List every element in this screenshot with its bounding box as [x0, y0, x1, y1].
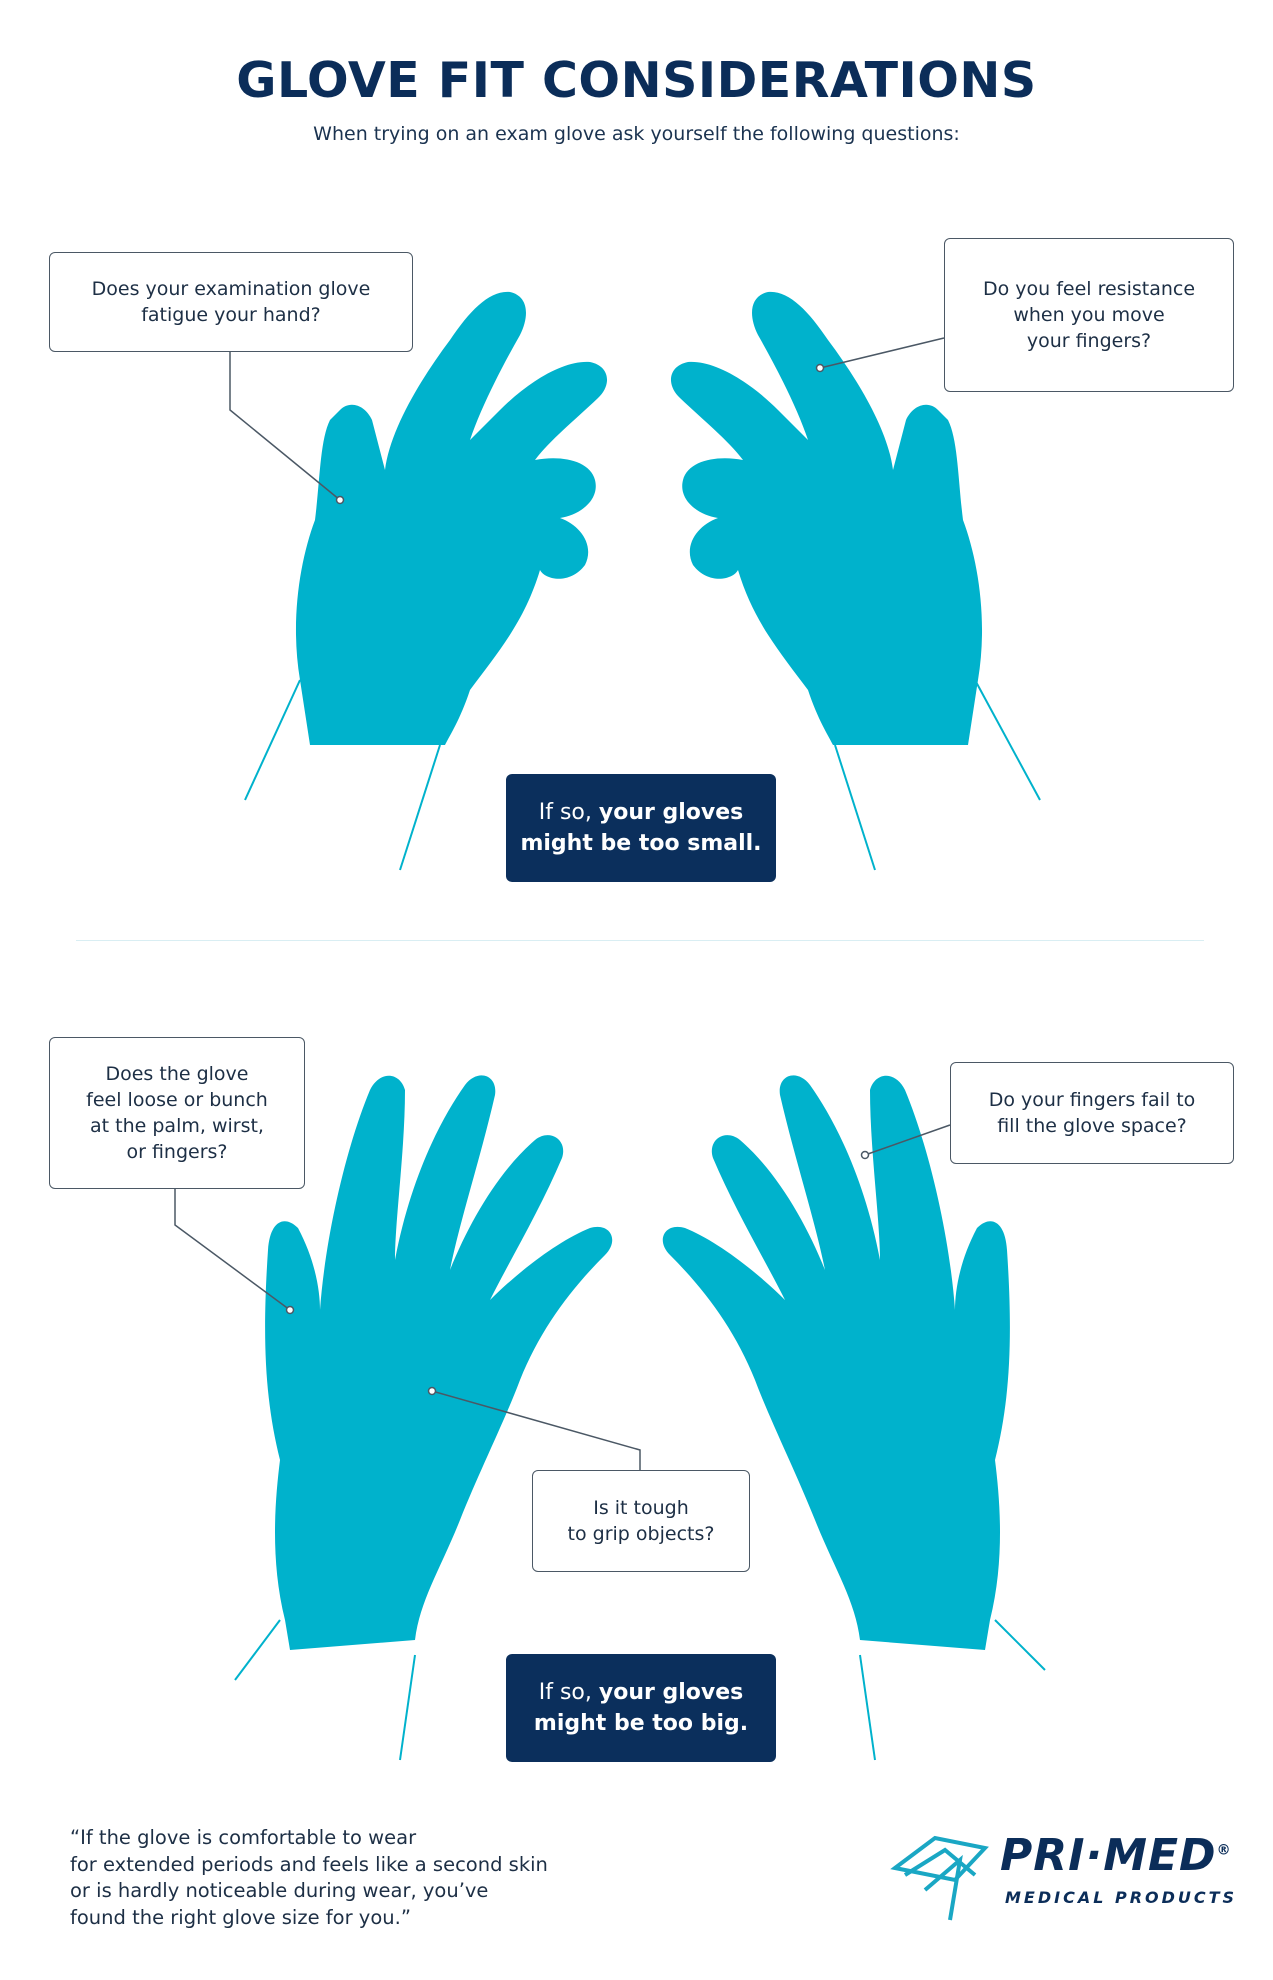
page-subtitle: When trying on an exam glove ask yoursel…: [313, 123, 960, 145]
brand-tagline: MEDICAL PRODUCTS: [1005, 1888, 1238, 1907]
verdict-too-big-bold-2: might be too big.: [533, 1711, 749, 1736]
section-divider: [76, 940, 1204, 941]
primed-logo-icon: [890, 1835, 989, 1921]
verdict-too-small-bold-1: your gloves: [598, 800, 744, 825]
verdict-too-big: If so, your gloves might be too big.: [506, 1654, 776, 1762]
glove-big-right: [662, 1075, 1010, 1650]
callout-grip: Is it tough to grip objects?: [532, 1470, 750, 1572]
callout-fatigue: Does your examination glove fatigue your…: [49, 252, 413, 352]
glove-small-right: [670, 291, 983, 745]
brand-name: PRI·MED®: [1000, 1830, 1232, 1881]
brand-registered-mark: ®: [1216, 1842, 1232, 1859]
verdict-too-small-prefix: If so,: [538, 800, 599, 825]
callout-fill-space-text: Do your fingers fail to fill the glove s…: [988, 1089, 1196, 1137]
callout-resistance-text: Do you feel resistance when you move you…: [982, 278, 1196, 352]
callout-fill-space: Do your fingers fail to fill the glove s…: [950, 1062, 1234, 1164]
callout-loose-text: Does the glove feel loose or bunch at th…: [86, 1063, 268, 1163]
page-title: GLOVE FIT CONSIDERATIONS: [236, 52, 1037, 109]
verdict-too-small: If so, your gloves might be too small.: [506, 774, 776, 882]
verdict-too-big-prefix: If so,: [538, 1680, 599, 1705]
callout-fatigue-text: Does your examination glove fatigue your…: [91, 278, 371, 326]
brand-name-text: PRI·MED: [1000, 1830, 1217, 1881]
callout-resistance: Do you feel resistance when you move you…: [944, 238, 1234, 392]
glove-small-left: [295, 291, 608, 745]
glove-big-left: [265, 1075, 613, 1650]
verdict-too-big-bold-1: your gloves: [598, 1680, 744, 1705]
callout-leaders: [174, 337, 951, 1470]
callout-loose: Does the glove feel loose or bunch at th…: [49, 1037, 305, 1189]
footer-quote: “If the glove is comfortable to wear for…: [70, 1826, 548, 1929]
callout-grip-text: Is it tough to grip objects?: [567, 1497, 715, 1545]
verdict-too-small-bold-2: might be too small.: [520, 831, 762, 856]
